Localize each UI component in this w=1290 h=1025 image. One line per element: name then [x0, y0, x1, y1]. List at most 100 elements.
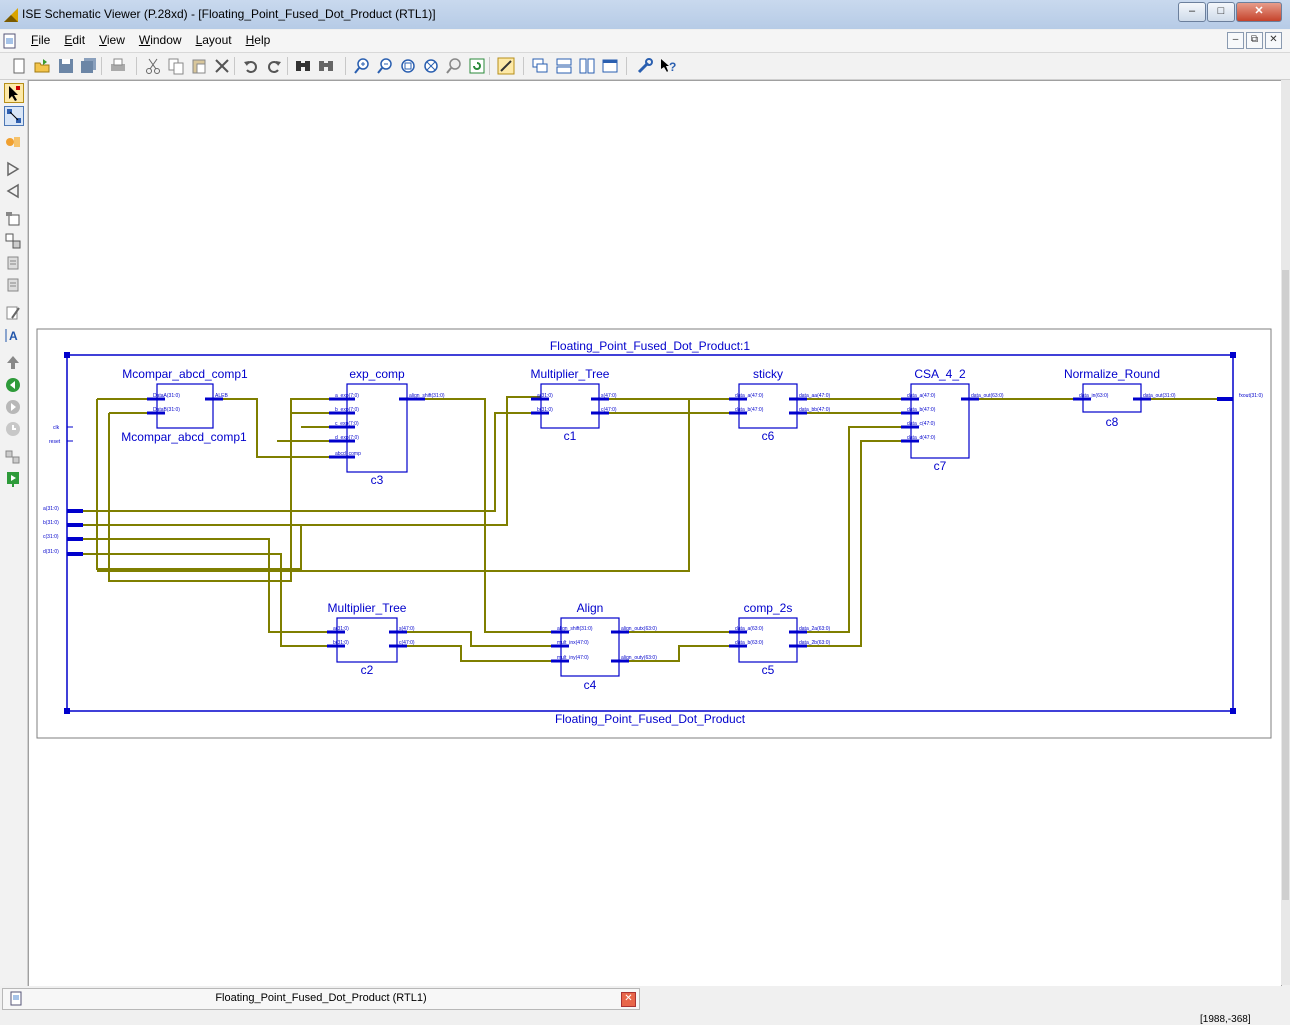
wire-net	[619, 645, 739, 662]
open-icon[interactable]	[33, 57, 51, 75]
doc-minimize-button[interactable]: –	[1227, 32, 1244, 49]
cursor-coordinates: [1988,-368]	[1200, 1014, 1251, 1025]
route-tool-icon[interactable]	[4, 106, 24, 126]
undo-icon[interactable]	[242, 57, 260, 75]
pin-label: a(31:0)	[537, 393, 553, 399]
save-icon[interactable]	[57, 57, 75, 75]
maximize-button[interactable]: □	[1207, 2, 1235, 22]
pin-label: c(47:0)	[399, 640, 415, 646]
port-label-clk: clk	[53, 425, 60, 431]
highlight-icon[interactable]	[497, 57, 515, 75]
pin-label: data_b(47:0)	[735, 407, 764, 413]
pop-out-icon[interactable]	[4, 182, 22, 200]
select-tool-icon[interactable]	[4, 83, 24, 103]
menu-file[interactable]: File	[31, 33, 51, 47]
menu-bar: File Edit View Window Layout Help – ⧉ ✕	[0, 30, 1290, 53]
net-list-icon[interactable]	[4, 276, 22, 294]
close-tab-icon[interactable]: ✕	[621, 992, 636, 1007]
schematic-drawing: Floating_Point_Fused_Dot_Product:1Floati…	[36, 328, 1272, 739]
toolbar-separator	[345, 57, 346, 75]
push-into-icon[interactable]	[4, 160, 22, 178]
zoom-in-icon[interactable]	[353, 57, 371, 75]
pin-label: data_a(47:0)	[907, 393, 936, 399]
block-title-c3: exp_comp	[349, 367, 405, 381]
history-icon[interactable]	[4, 420, 22, 438]
tile-vertical-icon[interactable]	[578, 57, 596, 75]
block-title-c4: Align	[577, 601, 604, 615]
delete-icon[interactable]	[213, 57, 231, 75]
menu-help[interactable]: Help	[245, 33, 271, 47]
pin-label: ALEB	[215, 393, 228, 399]
back-icon[interactable]	[4, 398, 22, 416]
zoom-area-icon[interactable]	[422, 57, 440, 75]
menu-edit[interactable]: Edit	[64, 33, 86, 47]
pin-label: data_b(47:0)	[907, 407, 936, 413]
document-icon[interactable]	[2, 33, 18, 49]
save-all-icon[interactable]	[80, 57, 98, 75]
move-up-icon[interactable]	[4, 354, 22, 372]
add-text-icon[interactable]: A	[4, 326, 22, 344]
pin-label: mult_iny(47:0)	[557, 655, 589, 661]
schematic-tool-palette: A	[0, 80, 28, 986]
zoom-out-icon[interactable]	[376, 57, 394, 75]
toolbar-separator	[626, 57, 627, 75]
redo-icon[interactable]	[265, 57, 283, 75]
block-title-Mcompar_abcd_comp1: Mcompar_abcd_comp1	[122, 367, 248, 381]
block-list-icon[interactable]	[4, 254, 22, 272]
svg-text:A: A	[9, 329, 18, 343]
block-instance-c5: c5	[762, 663, 775, 677]
pin-label: s(47:0)	[601, 393, 617, 399]
zoom-selected-icon[interactable]	[445, 57, 463, 75]
zoom-full-icon[interactable]	[399, 57, 417, 75]
view-toggle-icon[interactable]	[4, 448, 22, 466]
new-icon[interactable]	[10, 57, 28, 75]
window-title: ISE Schematic Viewer (P.28xd) - [Floatin…	[22, 7, 436, 21]
toolbar-separator	[287, 57, 288, 75]
wire-net	[211, 398, 347, 458]
cascade-icon[interactable]	[531, 57, 549, 75]
schematic-block-c3	[346, 383, 408, 473]
port-label-c: c(31:0)	[43, 534, 59, 540]
copy-icon[interactable]	[167, 57, 185, 75]
scrollbar-thumb[interactable]	[1282, 270, 1289, 900]
help-icon[interactable]: ?	[659, 57, 677, 75]
pin-label: s(47:0)	[399, 626, 415, 632]
properties-icon[interactable]	[636, 57, 654, 75]
doc-restore-button[interactable]: ⧉	[1246, 32, 1263, 49]
svg-text:?: ?	[669, 60, 676, 74]
document-tab[interactable]: Floating_Point_Fused_Dot_Product (RTL1) …	[2, 988, 640, 1010]
port-label-a: a(31:0)	[43, 506, 59, 512]
wire-net	[407, 398, 561, 633]
toolbar-separator	[489, 57, 490, 75]
doc-close-button[interactable]: ✕	[1265, 32, 1282, 49]
arrange-icon[interactable]	[601, 57, 619, 75]
forward-icon[interactable]	[4, 376, 22, 394]
schematic-block-Mcompar_abcd_comp1	[156, 383, 214, 429]
paste-icon[interactable]	[190, 57, 208, 75]
run-icon[interactable]	[4, 470, 22, 488]
cut-icon[interactable]	[144, 57, 162, 75]
menu-window[interactable]: Window	[138, 33, 182, 47]
add-block-icon[interactable]	[4, 210, 22, 228]
edit-text-icon[interactable]	[4, 304, 22, 322]
copy-block-icon[interactable]	[4, 232, 22, 250]
print-icon[interactable]	[109, 57, 127, 75]
block-title-c2: Multiplier_Tree	[328, 601, 407, 615]
minimize-button[interactable]: –	[1178, 2, 1206, 22]
refresh-icon[interactable]	[468, 57, 486, 75]
find-icon[interactable]	[294, 57, 312, 75]
tile-horizontal-icon[interactable]	[555, 57, 573, 75]
menu-view[interactable]: View	[99, 33, 125, 47]
pin-label: mult_inx(47:0)	[557, 640, 589, 646]
module-boundary	[66, 354, 1234, 712]
find-next-icon[interactable]	[317, 57, 335, 75]
menu-layout[interactable]: Layout	[195, 33, 232, 47]
instance-title: Floating_Point_Fused_Dot_Product:1	[550, 339, 750, 353]
wire-net	[83, 538, 337, 633]
pin-label: align_shift(31:0)	[557, 626, 593, 632]
schematic-block-c7	[910, 383, 970, 459]
close-button[interactable]: ✕	[1236, 2, 1282, 22]
toolbar: ?	[0, 53, 1290, 80]
expand-tool-icon[interactable]	[4, 133, 22, 151]
